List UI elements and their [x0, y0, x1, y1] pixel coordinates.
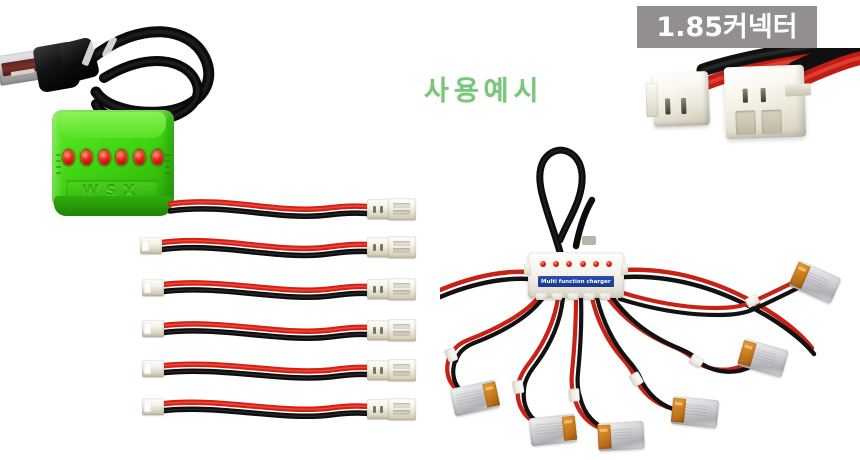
- list-item: [140, 350, 420, 392]
- cable-input-connector: [142, 279, 164, 296]
- charger-vent: [56, 160, 61, 162]
- connector-male: [367, 320, 391, 340]
- cable-input-connector: [142, 320, 164, 337]
- charger-led: [566, 260, 573, 267]
- cable-output-connector-pair: [367, 359, 416, 381]
- charger-base: [54, 196, 172, 216]
- connector-female: [388, 278, 416, 300]
- connector-pin: [680, 97, 687, 114]
- charger-vent: [56, 154, 61, 156]
- cable-output-connector-pair: [367, 278, 416, 300]
- connector-male: [367, 399, 391, 419]
- charger-vent: [56, 172, 61, 174]
- charger-product-label: Multi function charger: [538, 276, 614, 287]
- charge-cable-wires: [157, 361, 377, 381]
- connector-female: [388, 236, 416, 258]
- inline-connector: [569, 388, 580, 402]
- connector-female-housing: [723, 64, 807, 140]
- list-item: [140, 390, 420, 432]
- usage-example-wiring: [440, 146, 817, 434]
- battery-protection-pcb: [597, 424, 612, 450]
- cable-output-connector-pair: [367, 398, 416, 420]
- cable-input-connector: [142, 398, 164, 415]
- charger-led: [579, 260, 586, 267]
- lipo-battery: [597, 420, 645, 452]
- charger-output-port: [568, 293, 578, 300]
- connector-slot: [735, 110, 757, 136]
- badge-label: 1.85커넥터: [656, 11, 798, 43]
- list-item: [140, 310, 420, 352]
- green-charger-unit: WSX: [52, 110, 174, 218]
- usage-example-caption: 사용예시: [424, 76, 544, 107]
- battery-protection-pcb: [561, 415, 578, 441]
- usb-contact-tab: [10, 68, 35, 77]
- list-item: [168, 192, 418, 234]
- list-item: [138, 228, 418, 270]
- charger-led: [592, 260, 599, 267]
- charger-led: [553, 260, 560, 267]
- charger-led: [79, 148, 93, 166]
- charge-cable-wires: [155, 237, 377, 259]
- connector-female: [388, 319, 416, 341]
- connector-male-lip: [645, 82, 659, 118]
- battery-protection-pcb: [670, 397, 687, 423]
- connector-female: [388, 398, 416, 420]
- cable-input-connector: [140, 237, 162, 254]
- charger-led: [605, 260, 612, 267]
- connector-closeup-photo: [645, 48, 860, 183]
- charger-product-label-text: Multi function charger: [541, 277, 611, 285]
- charger-led-row: [540, 260, 612, 267]
- connector-male: [367, 360, 391, 380]
- cable-output-connector-pair: [367, 236, 416, 258]
- lipo-battery: [670, 395, 720, 429]
- charger-led-row: [62, 148, 164, 166]
- charge-cable-wires: [157, 399, 377, 420]
- charger-led: [133, 148, 147, 166]
- charger-output-port: [536, 293, 546, 300]
- connector-latch-tongue: [784, 83, 812, 97]
- connector-slot: [761, 109, 783, 135]
- connector-male: [367, 199, 391, 219]
- connector-female: [388, 359, 416, 381]
- charger-top-lip: [60, 112, 166, 138]
- charge-cable-wires: [157, 321, 377, 341]
- cable-output-connector-pair: [367, 198, 416, 220]
- charger-vent: [165, 172, 170, 174]
- charger-led: [115, 148, 129, 166]
- charger-brand-text: WSX: [82, 182, 142, 200]
- lipo-battery: [528, 413, 578, 447]
- charger-vent: [56, 166, 61, 168]
- connector-female: [388, 198, 416, 220]
- connector-pin: [760, 87, 766, 103]
- charger-side-port: [621, 264, 628, 275]
- status-badge: 1.85커넥터: [637, 6, 817, 48]
- charger-side-port: [524, 264, 531, 275]
- list-item: [140, 270, 420, 312]
- charger-vent: [165, 160, 170, 162]
- charger-led: [62, 148, 75, 166]
- charger-led: [97, 148, 111, 166]
- charger-led: [150, 148, 164, 166]
- connector-pin: [664, 98, 671, 115]
- charger-output-port: [600, 293, 610, 300]
- charger-body: WSX: [52, 110, 174, 216]
- cable-input-connector: [142, 360, 164, 377]
- cable-output-connector-pair: [367, 319, 416, 341]
- charger-output-port: [552, 293, 562, 300]
- charger-vent: [165, 166, 170, 168]
- charge-cable-wires: [157, 280, 377, 300]
- inline-connector: [512, 379, 525, 395]
- connector-male: [367, 237, 391, 257]
- connector-pin: [742, 88, 749, 103]
- charger-led: [540, 260, 546, 267]
- charge-cable-wires: [168, 199, 377, 219]
- charger-vent: [165, 154, 170, 156]
- multifunction-charger-unit: Multi function charger: [524, 252, 628, 300]
- connector-male: [367, 279, 391, 299]
- usage-example-scene: Multi function charger: [440, 140, 860, 460]
- connector-male-housing: [645, 71, 710, 127]
- charger-output-port: [584, 293, 594, 300]
